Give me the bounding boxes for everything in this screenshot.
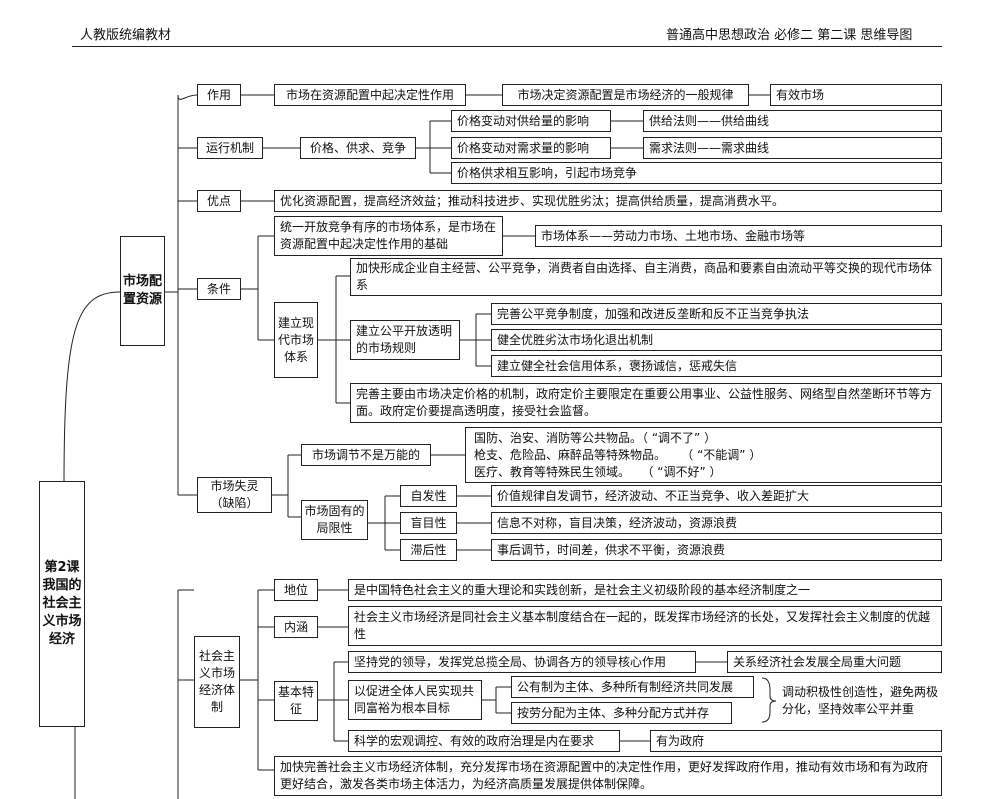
mechanism-supply: 价格变动对供给量的影响 [451,110,611,132]
advantage-text: 优化资源配置，提高经济效益；推动科技进步、实现优胜劣汰；提高供给质量，提高消费水… [274,190,942,212]
connector-branch1-fan [165,94,198,496]
mechanism-mid: 价格、供求、竞争 [300,137,416,159]
not-all-line: 医疗、教育等特殊民生领域。 （ “调不好” ） [474,465,722,479]
feature-party: 坚持党的领导，发挥党总揽全局、协调各方的领导核心作用 [348,651,696,673]
node-mechanism: 运行机制 [197,137,263,159]
node-advantage: 优点 [197,190,241,212]
connector-failure [272,454,465,518]
build-rules: 建立公平开放透明的市场规则 [350,320,460,360]
node-status: 地位 [274,579,318,601]
trait-lagging: 滞后性 [400,539,457,561]
trait-spontaneous: 自发性 [400,485,457,507]
law-demand: 需求法则——需求曲线 [643,137,942,159]
build-last: 完善主要由市场决定价格的机制，政府定价主要限定在重要公用事业、公益性服务、网络型… [350,383,942,423]
bracket-brace [761,677,777,723]
failure-inherent: 市场固有的局限性 [301,500,368,540]
law-supply: 供给法则——供给曲线 [643,110,942,132]
feature-goal: 以促进全体人民实现共同富裕为根本目标 [348,680,482,720]
header-rule [72,46,942,47]
goal-distribution: 按劳分配为主体、多种分配方式并存 [511,702,732,724]
goal-note: 调动积极性创造性，避免两极分化，坚持效率公平并重 [782,685,939,716]
mechanism-competition: 价格供求相互影响，引起市场竞争 [451,162,942,184]
trait-blind-desc: 信息不对称，盲目决策，经济波动，资源浪费 [491,512,942,534]
condition-system: 市场体系——劳动力市场、土地市场、金融市场等 [535,225,942,247]
header-left: 人教版统编教材 [80,28,172,43]
rules-credit: 建立健全社会信用体系，褒扬诚信，惩戒失信 [491,355,942,377]
trait-spontaneous-desc: 价值规律自发调节，经济波动、不正当竞争、收入差距扩大 [491,485,942,507]
build-first: 加快形成企业自主经营、公平竞争，消费者自由选择、自主消费，商品和要素自由流动平等… [350,258,942,296]
role-decisive: 市场在资源配置中起决定性作用 [274,84,466,106]
feature-macro: 科学的宏观调控、有效的政府治理是内在要求 [348,730,620,752]
rules-competition: 完善公平竞争制度，加强和改进反垄断和反不正当竞争执法 [491,303,942,325]
root-title: 第2课我国的社会主义市场经济 [39,481,85,727]
not-all-line: 枪支、危险品、麻醉品等特殊物品。 （ “不能调” ） [474,448,762,462]
goal-ownership: 公有制为主体、多种所有制经济共同发展 [511,676,754,698]
feature-party-note: 关系经济社会发展全局重大问题 [727,651,942,673]
rules-exit: 健全优胜劣汰市场化退出机制 [491,329,942,351]
connector-inherent [368,495,491,551]
feature-macro-note: 有为政府 [650,730,942,752]
branch-market-allocation: 市场配置资源 [120,236,165,346]
condition-unified: 统一开放竞争有序的市场体系，是市场在资源配置中起决定性作用的基础 [274,216,503,256]
perfect-system-text: 加快完善社会主义市场经济体制，充分发挥市场在资源配置中的决定性作用，更好发挥政府… [274,756,942,796]
node-condition: 条件 [197,278,241,300]
node-connotation: 内涵 [274,616,318,638]
node-features: 基本特征 [274,681,318,721]
connotation-text: 社会主义市场经济是同社会主义基本制度结合在一起的，既发挥市场经济的长处，又发挥社… [348,606,942,646]
role-effective-market: 有效市场 [770,84,942,106]
not-all-line: 国防、治安、消防等公共物品。（ “调不了” ） [474,431,717,445]
header-right: 普通高中思想政治 必修二 第二课 思维导图 [666,28,913,43]
connector-branch2-fan [177,589,194,799]
connector-mechanism [263,120,643,174]
trait-lagging-desc: 事后调节，时间差，供求不平衡，资源浪费 [491,539,942,561]
node-role: 作用 [197,84,241,106]
failure-not-all-list: 国防、治安、消防等公共物品。（ “调不了” ） 枪支、危险品、麻醉品等特殊物品。… [465,427,942,483]
connector-features [318,661,727,742]
trait-blind: 盲目性 [400,512,457,534]
mechanism-demand: 价格变动对需求量的影响 [451,137,611,159]
node-failure: 市场失灵（缺陷） [197,477,272,513]
branch-socialist-market-system: 社会主义市场经济体制 [194,636,240,728]
status-text: 是中国特色社会主义的重大理论和实践创新，是社会主义初级阶段的基本经济制度之一 [348,579,942,601]
connector-b2 [240,589,274,771]
role-general-law: 市场决定资源配置是市场经济的一般规律 [502,84,749,106]
connector-build [318,275,491,404]
connector-condition [241,235,535,341]
failure-not-all: 市场调节不是万能的 [301,444,431,466]
condition-build: 建立现代市场体系 [274,302,318,378]
